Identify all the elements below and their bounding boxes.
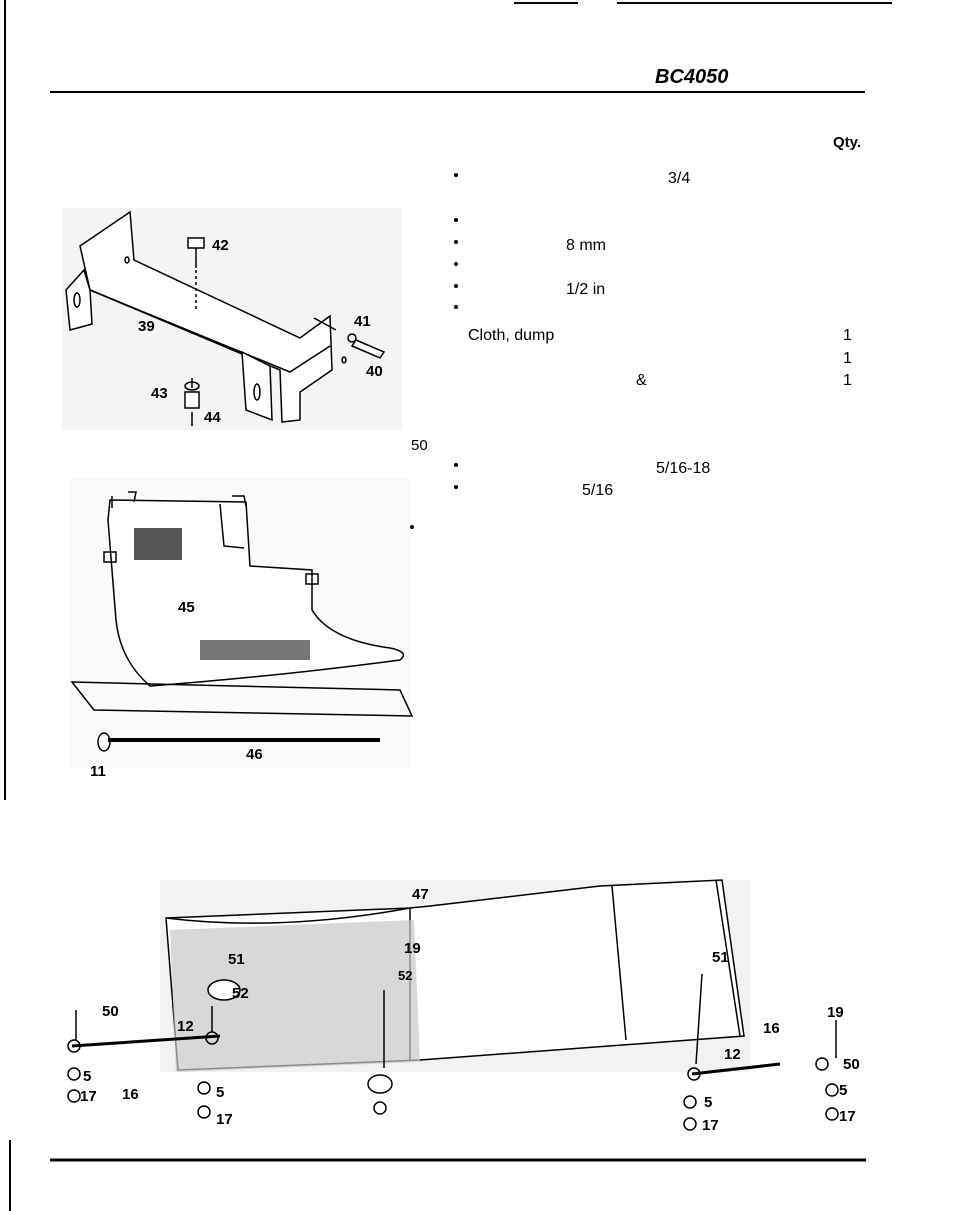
callout-52-mid: 52 bbox=[398, 968, 413, 983]
size-text-2: 8 mm bbox=[566, 237, 606, 254]
callout-16-right: 16 bbox=[763, 1020, 780, 1037]
bullet-3 bbox=[454, 240, 458, 244]
chute-illustration bbox=[67, 879, 839, 1131]
bullet-4 bbox=[454, 262, 458, 266]
size-text-4: 5/16-18 bbox=[656, 460, 711, 477]
header-top-rule-long bbox=[617, 2, 892, 4]
callout-17-right-low: 17 bbox=[702, 1117, 719, 1134]
callout-50-right: 50 bbox=[843, 1056, 860, 1073]
callout-17-right: 17 bbox=[839, 1108, 856, 1125]
qty-1: 1 bbox=[843, 327, 852, 344]
callout-45: 45 bbox=[178, 599, 195, 616]
header-rule bbox=[50, 91, 865, 93]
left-margin-rule bbox=[4, 0, 6, 800]
callout-12-left: 12 bbox=[177, 1018, 194, 1035]
bullet-8 bbox=[454, 485, 458, 489]
callout-50-top: 50 bbox=[411, 437, 428, 454]
bullet-6 bbox=[454, 305, 458, 309]
callout-50-left: 50 bbox=[102, 1003, 119, 1020]
callout-52-left: 52 bbox=[232, 985, 249, 1002]
callout-39: 39 bbox=[138, 318, 155, 335]
bullet-5 bbox=[454, 284, 458, 288]
qty-3: 1 bbox=[843, 372, 852, 389]
callout-5-right-low: 5 bbox=[704, 1094, 713, 1111]
callout-47: 47 bbox=[412, 886, 429, 903]
description-ampersand: & bbox=[636, 372, 647, 389]
callout-5-left: 5 bbox=[83, 1068, 92, 1085]
bullet-9 bbox=[410, 525, 414, 529]
bullet-7 bbox=[454, 463, 458, 467]
callout-51-left: 51 bbox=[228, 951, 245, 968]
callout-40: 40 bbox=[366, 363, 383, 380]
qty-2: 1 bbox=[843, 350, 852, 367]
callout-51-right: 51 bbox=[712, 949, 729, 966]
callout-16-left: 16 bbox=[122, 1086, 139, 1103]
header-top-rule-short bbox=[514, 2, 578, 4]
size-text-3: 1/2 in bbox=[566, 281, 606, 298]
callout-44: 44 bbox=[204, 409, 221, 426]
callout-17-mid: 17 bbox=[216, 1111, 233, 1128]
callout-17-left: 17 bbox=[80, 1088, 97, 1105]
left-margin-rule-bottom bbox=[9, 1140, 11, 1211]
cloth-bag-illustration bbox=[70, 478, 414, 768]
callout-41: 41 bbox=[354, 313, 371, 330]
callout-19-right: 19 bbox=[827, 1004, 844, 1021]
callout-12-right: 12 bbox=[724, 1046, 741, 1063]
bullet-1 bbox=[454, 173, 458, 177]
size-text-5: 5/16 bbox=[582, 482, 614, 499]
model-number: BC4050 bbox=[655, 66, 729, 88]
size-text-1: 3/4 bbox=[668, 170, 691, 187]
bracket-illustration bbox=[62, 208, 402, 430]
qty-header: Qty. bbox=[833, 134, 862, 151]
callout-46: 46 bbox=[246, 746, 263, 763]
callout-43: 43 bbox=[151, 385, 168, 402]
bullet-2 bbox=[454, 218, 458, 222]
callout-11: 11 bbox=[90, 763, 106, 780]
callout-5-mid: 5 bbox=[216, 1084, 225, 1101]
callout-19-mid: 19 bbox=[404, 940, 421, 957]
callout-42: 42 bbox=[212, 237, 229, 254]
callout-5-right: 5 bbox=[839, 1082, 848, 1099]
description-cloth-dump: Cloth, dump bbox=[468, 327, 555, 344]
